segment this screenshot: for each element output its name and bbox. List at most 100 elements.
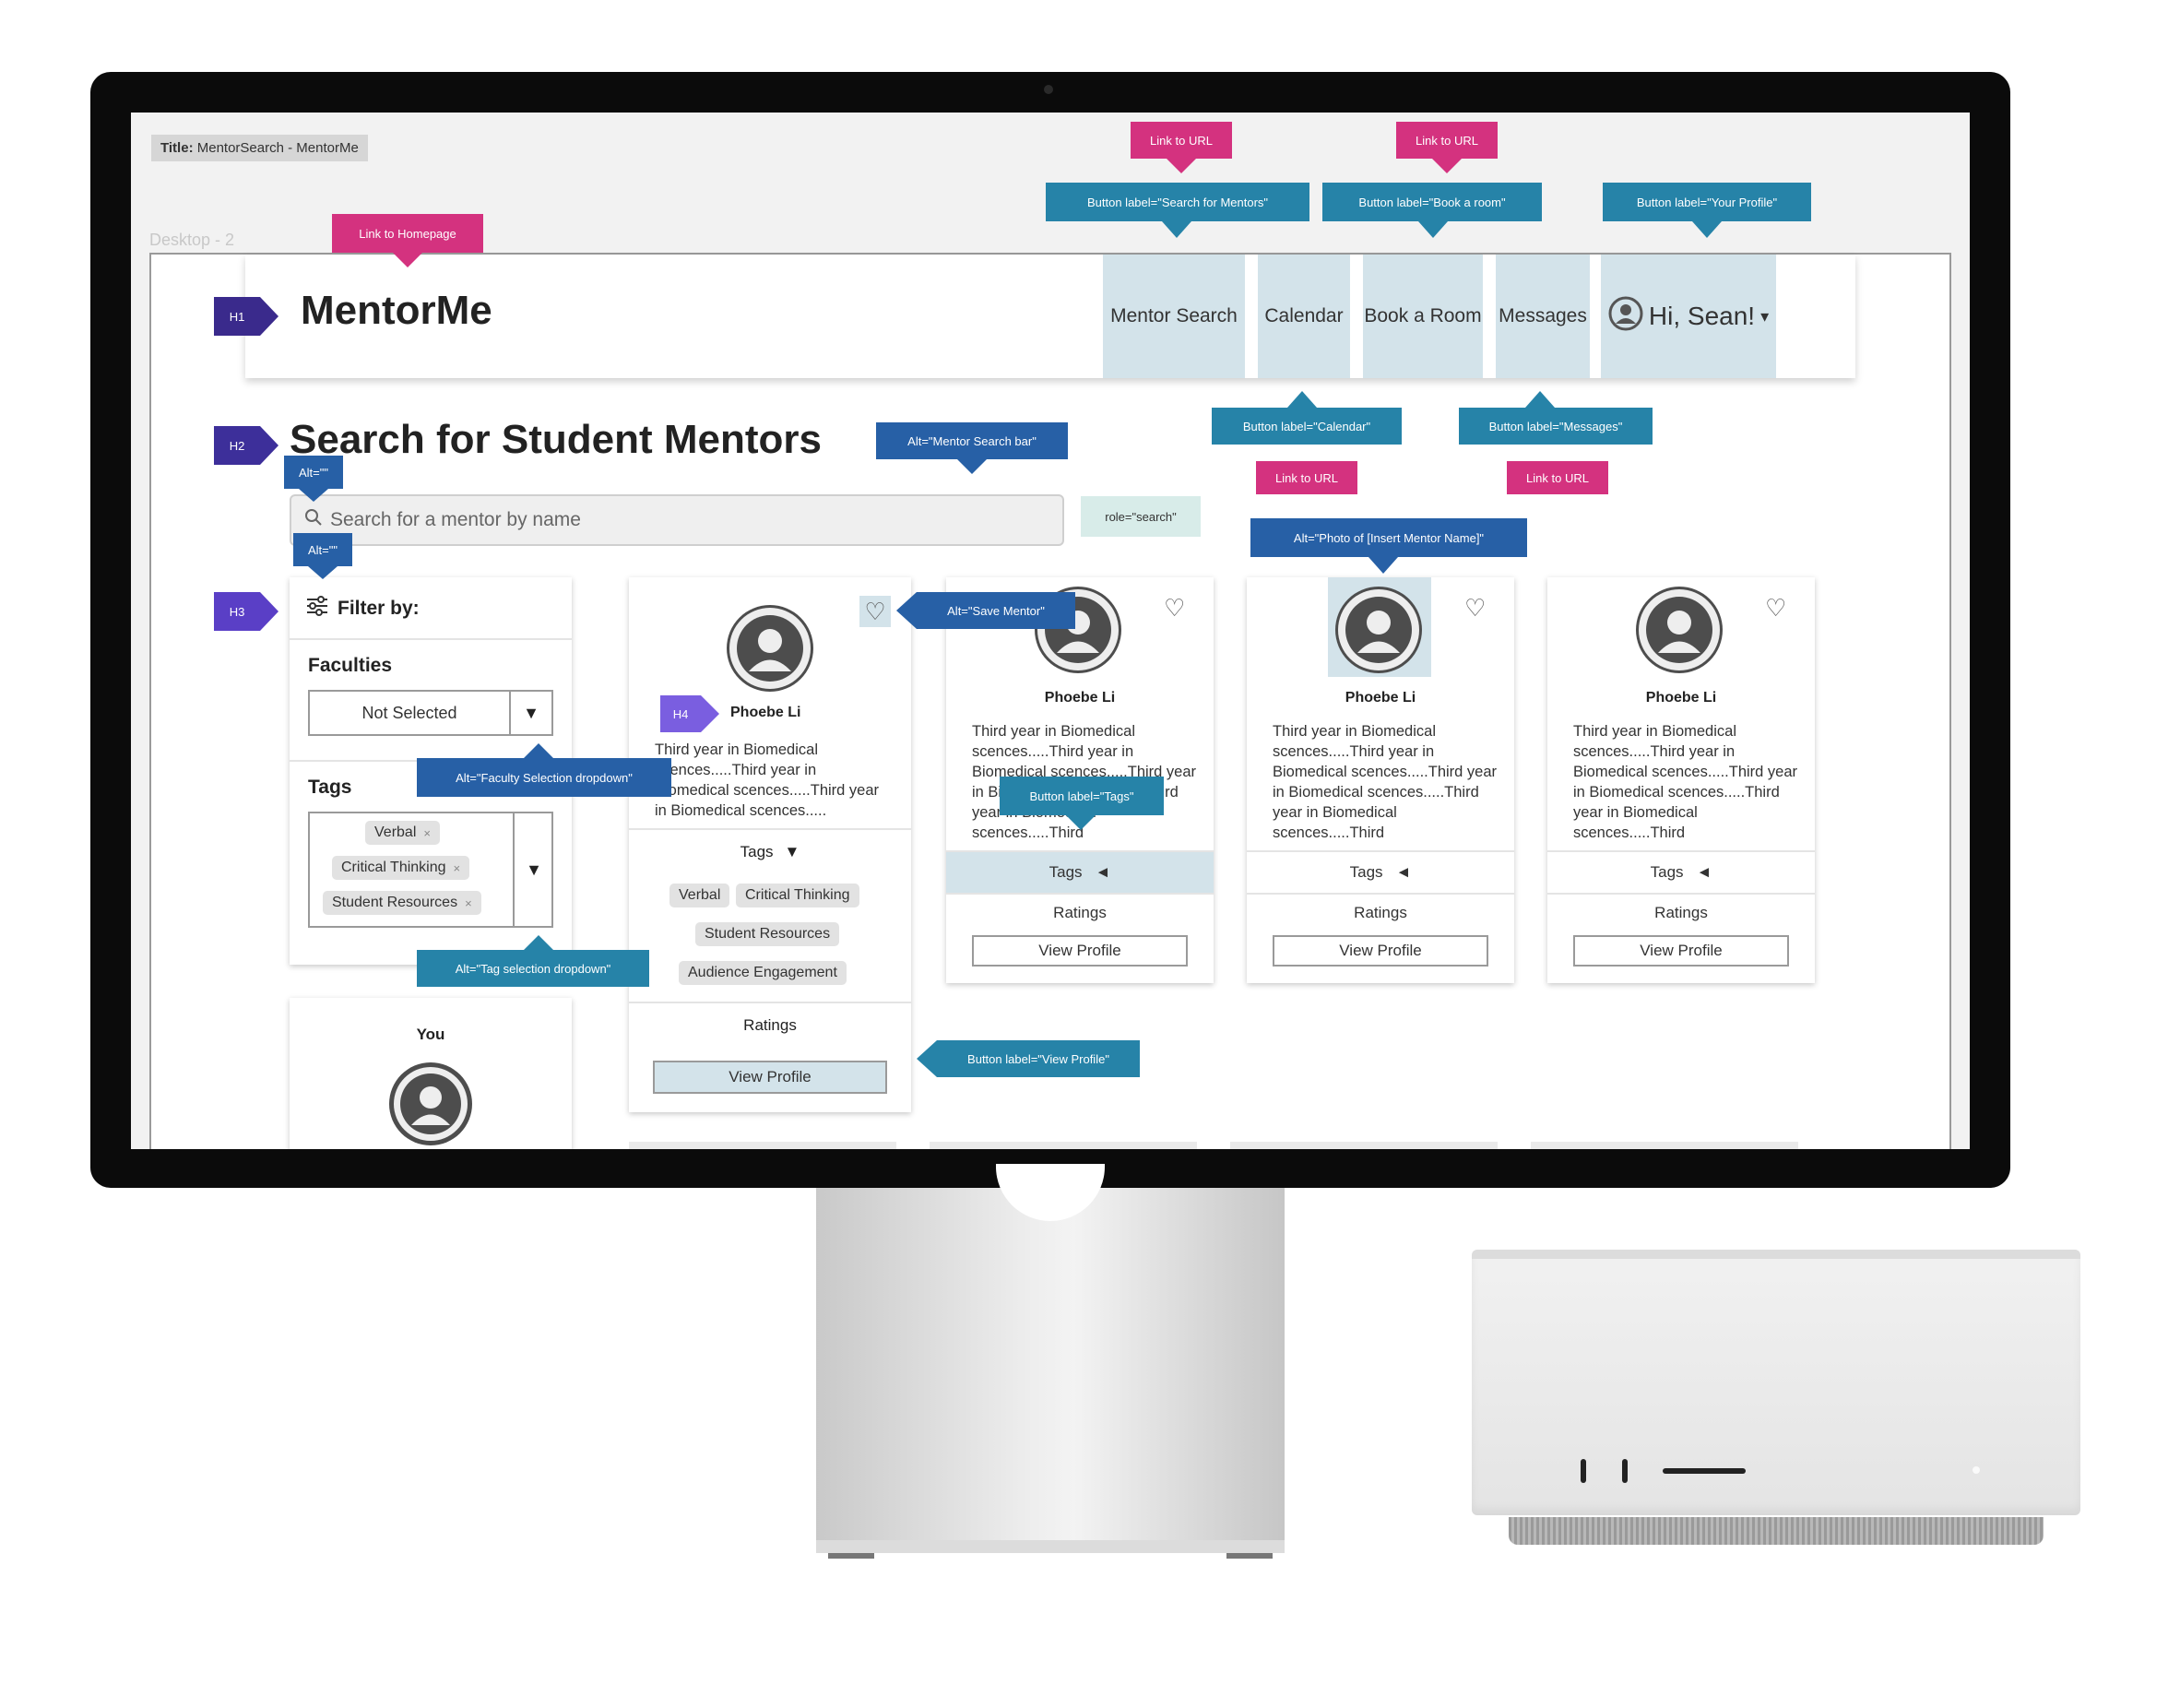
faculty-select-value: Not Selected [361,703,457,722]
annotation-alt-empty: Alt="" [284,456,343,489]
annotation-pointer [1066,815,1096,830]
view-profile-button[interactable]: View Profile [972,935,1188,967]
monitor-stand [816,1188,1285,1540]
nav-mentor-search[interactable]: Mentor Search [1103,255,1245,378]
search-input[interactable]: Search for a mentor by name [290,494,1064,546]
chevron-down-icon: ▾ [1760,306,1770,326]
ratings-label: Ratings [1247,893,1514,931]
avatar [1335,587,1422,673]
annotation-alt-tag: Alt="Tag selection dropdown" [417,950,649,987]
tag-chip[interactable]: Critical Thinking× [332,856,470,880]
user-greeting: Hi, Sean! [1648,302,1756,330]
heart-icon[interactable]: ♡ [1464,594,1487,622]
annotation-button-label: Button label="Calendar" [1212,408,1402,445]
tag-chip[interactable]: Student Resources× [323,891,481,915]
usb-port [1622,1459,1628,1483]
tags-toggle[interactable]: Tags▼ [740,843,800,860]
card-edge [629,1142,896,1149]
card-edge [1531,1142,1798,1149]
heart-icon[interactable]: ♡ [859,596,891,627]
close-icon: × [423,825,431,840]
annotation-pointer [1432,159,1462,173]
tags-toggle[interactable]: Tags◄ [1547,850,1815,893]
tag-chip: Audience Engagement [679,961,847,985]
mentor-card: ♡ Phoebe Li Third year in Biomedical sce… [1547,577,1815,983]
view-profile-button[interactable]: View Profile [653,1061,887,1094]
dropdown-arrow-icon[interactable]: ▼ [509,692,551,734]
annotation-link-url: Link to URL [1131,122,1232,159]
annotation-pointer [1162,221,1191,238]
heart-icon[interactable]: ♡ [1765,594,1787,622]
annotation-button-view-profile: Button label="View Profile" [937,1040,1140,1077]
tags-toggle[interactable]: Tags◄ [1247,850,1514,893]
h1-badge: H1 [214,297,278,340]
card-edge [1230,1142,1498,1149]
user-avatar-icon [1608,296,1643,338]
heart-icon[interactable]: ♡ [1164,594,1186,622]
page-title-tag: Title: MentorSearch - MentorMe [151,135,368,161]
close-icon: × [465,896,472,910]
tag-chip: Verbal [669,884,730,907]
logo[interactable]: MentorMe [301,288,492,333]
annotation-pointer [917,1040,937,1077]
annotation-alt-faculty: Alt="Faculty Selection dropdown" [417,758,671,797]
annotation-link-url: Link to URL [1256,461,1357,494]
mac-studio-top-edge [1472,1250,2080,1259]
card-edge [930,1142,1197,1149]
chevron-down-icon: ▼ [784,843,800,860]
power-led [1973,1466,1980,1474]
divider [629,1002,911,1003]
ratings-label: Ratings [1547,893,1815,931]
view-profile-button[interactable]: View Profile [1573,935,1789,967]
close-icon: × [453,860,461,875]
tags-label: Tags [308,777,352,798]
mac-studio-vent [1509,1517,2044,1545]
you-label: You [416,1026,445,1043]
search-placeholder: Search for a mentor by name [330,509,581,530]
dropdown-arrow-icon[interactable]: ▼ [513,813,553,926]
filter-title: Filter by: [338,597,420,619]
view-profile-button[interactable]: View Profile [1273,935,1488,967]
chevron-left-icon: ◄ [1395,863,1412,881]
mentor-card: ♡ Phoebe Li Third year in Biomedical sce… [1247,577,1514,983]
tag-select[interactable]: ▼ Verbal× Critical Thinking× Student Res… [308,812,553,928]
mentor-description: Third year in Biomedical scences.....Thi… [655,741,880,819]
mentor-name: Phoebe Li [1645,690,1717,706]
faculty-select[interactable]: Not Selected ▼ [308,690,553,736]
annotation-button-label: Button label="Your Profile" [1603,183,1811,221]
annotation-link-url: Link to URL [1396,122,1498,159]
nav-calendar[interactable]: Calendar [1258,255,1350,378]
mentor-description: Third year in Biomedical scences.....Thi… [1273,723,1498,841]
annotation-pointer [524,743,553,758]
stand-base [816,1540,1285,1553]
chevron-left-icon: ◄ [1696,863,1712,881]
search-icon [304,508,323,532]
annotation-pointer [1287,391,1317,408]
nav-messages[interactable]: Messages [1496,255,1590,378]
nav-book-a-room[interactable]: Book a Room [1363,255,1483,378]
you-card: You [290,998,572,1149]
tag-chip: Critical Thinking [736,884,859,907]
annotation-role-search: role="search" [1081,496,1201,537]
annotation-pointer [1418,221,1448,238]
avatar [727,605,813,692]
screen: Title: MentorSearch - MentorMe Desktop -… [131,113,1970,1149]
annotation-pointer [299,489,328,502]
user-menu[interactable]: Hi, Sean! ▾ [1601,255,1776,378]
ratings-label: Ratings [743,1016,797,1034]
frame-label: Desktop - 2 [149,231,235,249]
h3-badge: H3 [214,592,278,635]
divider [629,828,911,830]
camera [1044,85,1053,94]
mac-studio [1472,1250,2080,1515]
stand-foot [1226,1553,1273,1559]
mentor-name: Phoebe Li [1044,690,1116,706]
annotation-pointer [957,459,987,474]
annotation-alt-save: Alt="Save Mentor" [917,592,1075,629]
tag-chip[interactable]: Verbal× [365,821,440,845]
annotation-button-label: Button label="Search for Mentors" [1046,183,1309,221]
tags-toggle[interactable]: Tags◄ [946,850,1214,893]
avatar [389,1062,472,1145]
annotation-pointer [896,592,917,629]
annotation-alt-empty: Alt="" [293,533,352,566]
